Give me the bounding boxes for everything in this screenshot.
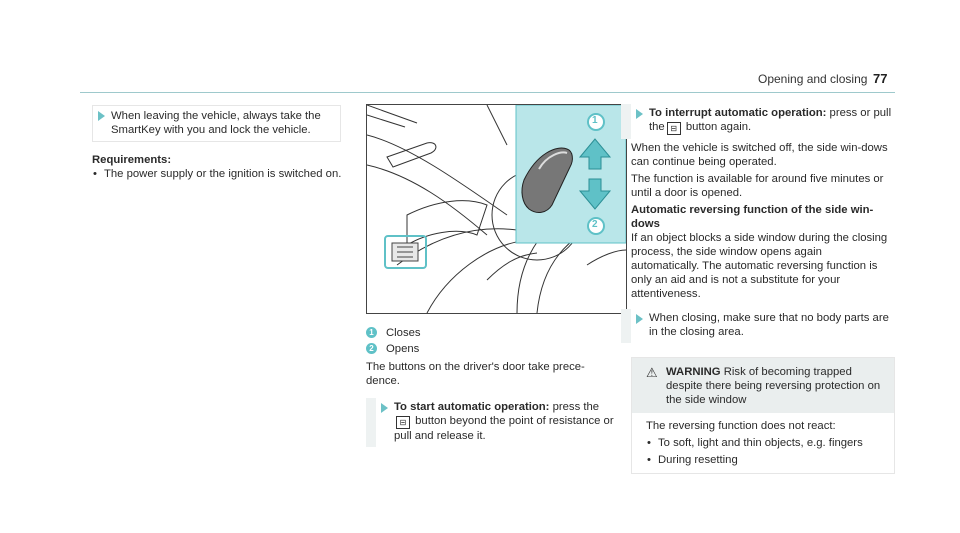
- step-arrow-icon: [98, 111, 105, 121]
- step-text: When closing, make sure that no body par…: [649, 312, 889, 338]
- detail-panel: [515, 105, 626, 244]
- step-pre: press the: [549, 401, 600, 413]
- info-paragraph: When the vehicle is switched off, the si…: [631, 142, 888, 168]
- requirements-title: Requirements:: [92, 154, 172, 166]
- callout-2-label: 2: [592, 219, 598, 230]
- warning-body: The reversing function does not react: T…: [632, 413, 894, 473]
- warning-message: Risk of becoming trapped despite there b…: [666, 366, 881, 406]
- warning-header: ⚠ WARNING Risk of becoming trapped despi…: [632, 358, 894, 413]
- precedence-text: The buttons on the driver's door take pr…: [366, 361, 585, 387]
- legend-item-1: 1 Closes: [366, 326, 625, 340]
- instruction-step: When leaving the vehicle, always take th…: [92, 105, 341, 142]
- warning-item: During resetting: [646, 453, 886, 467]
- column-left: When leaving the vehicle, always take th…: [92, 105, 350, 181]
- step-text: To interrupt automatic operation: press …: [649, 106, 894, 135]
- legend-item-2: 2 Opens: [366, 342, 625, 356]
- warning-label: WARNING: [666, 366, 721, 378]
- step-arrow-icon: [636, 314, 643, 324]
- page-number: 77: [873, 71, 888, 86]
- legend-label: Opens: [386, 343, 420, 355]
- callout-badge: 1: [366, 327, 377, 338]
- instruction-step: When closing, make sure that no body par…: [621, 309, 894, 343]
- instruction-step: To interrupt automatic operation: press …: [621, 104, 894, 139]
- step-arrow-icon: [636, 109, 643, 119]
- window-switch-highlight: [384, 235, 427, 269]
- callout-badge: 2: [366, 343, 377, 354]
- window-switch-icon: ⊟: [666, 122, 681, 135]
- requirement-item: The power supply or the ignition is swit…: [92, 167, 350, 181]
- reversing-info: When the vehicle is switched off, the si…: [621, 141, 893, 301]
- info-paragraph: If an object blocks a side window during…: [631, 232, 888, 300]
- step-bold: To start automatic operation:: [394, 401, 550, 413]
- instruction-step: To start automatic operation: press the …: [366, 398, 624, 447]
- step-post: button beyond the point of resistance or…: [394, 415, 614, 442]
- step-bold: To interrupt automatic operation:: [649, 107, 827, 119]
- header-rule: [80, 92, 895, 93]
- step-text: To start automatic operation: press the …: [394, 400, 624, 443]
- warning-text: WARNING Risk of becoming trapped despite…: [646, 365, 886, 407]
- info-paragraph: The function is available for around fiv…: [631, 173, 884, 199]
- step-arrow-icon: [381, 403, 388, 413]
- step-text: When leaving the vehicle, always take th…: [111, 110, 321, 136]
- warning-triangle-icon: ⚠: [646, 365, 658, 380]
- section-title: Opening and closing: [758, 72, 868, 86]
- warning-item: To soft, light and thin objects, e.g. fi…: [646, 436, 886, 450]
- section-heading: Automatic reversing function of the side…: [631, 204, 874, 230]
- warning-body-text: The reversing function does not react:: [646, 420, 836, 432]
- step-pre: press or pull the: [649, 107, 892, 133]
- warning-box: ⚠ WARNING Risk of becoming trapped despi…: [631, 357, 895, 474]
- step-post: button again.: [682, 121, 752, 133]
- callout-1-label: 1: [592, 115, 598, 126]
- door-illustration: [367, 105, 626, 313]
- column-right: To interrupt automatic operation: press …: [621, 104, 895, 474]
- window-switch-icon: ⊟: [396, 416, 410, 429]
- legend-label: Closes: [386, 327, 421, 339]
- door-panel-figure: 1 2: [366, 104, 627, 314]
